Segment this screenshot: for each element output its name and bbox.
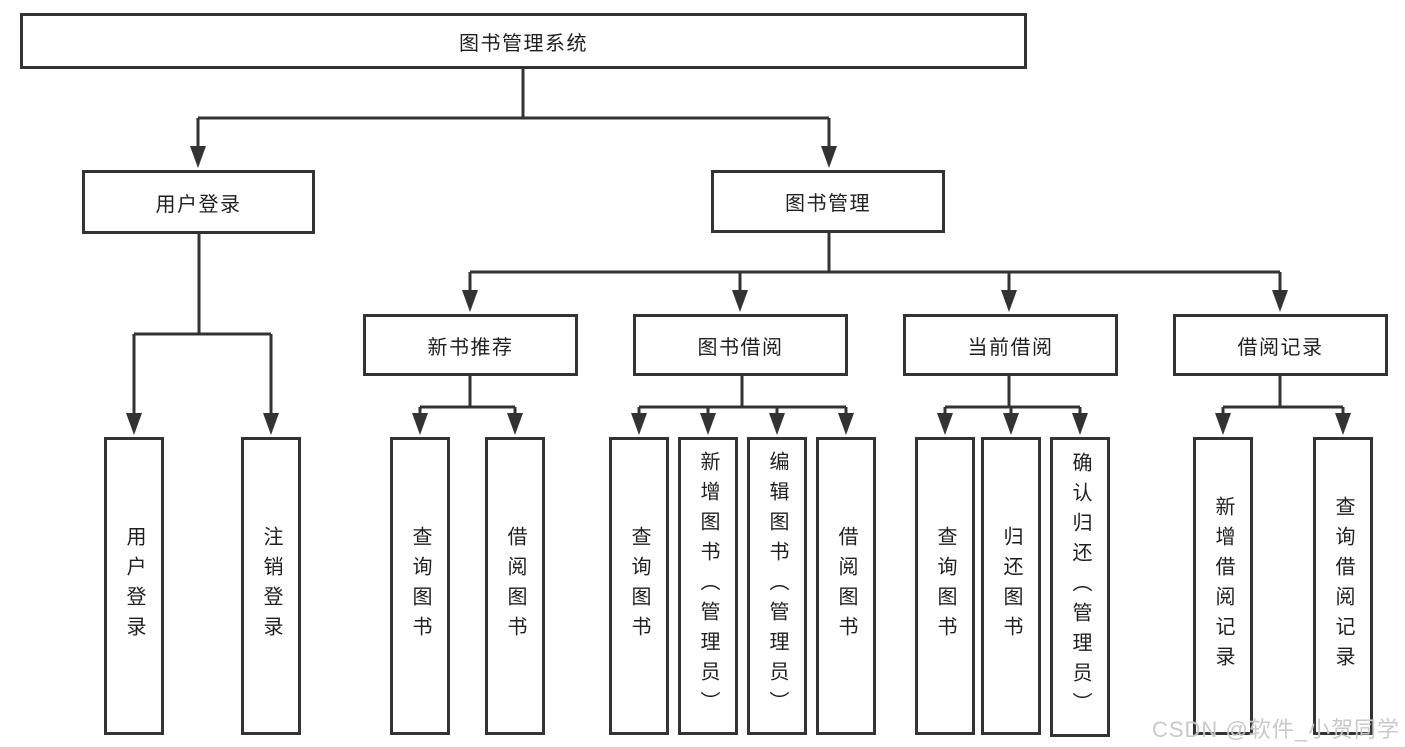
leaf-return-books: 归还图书 <box>981 437 1041 735</box>
node-label: 查询图书 <box>628 526 650 646</box>
leaf-confirm-return-admin: 确认归还（管理员） <box>1050 437 1110 737</box>
node-user-login: 用户登录 <box>82 170 315 234</box>
node-label: 新书推荐 <box>427 336 514 359</box>
node-new-book-recommend: 新书推荐 <box>363 314 578 376</box>
leaf-add-borrow-record: 新增借阅记录 <box>1193 437 1253 735</box>
node-label: 当前借阅 <box>967 336 1054 359</box>
node-label: 用户登录 <box>123 526 145 646</box>
node-label: 注销登录 <box>260 526 282 646</box>
leaf-query-books-borrow: 查询图书 <box>609 437 669 735</box>
node-label: 借阅记录 <box>1237 336 1324 359</box>
node-label: 归还图书 <box>1000 526 1022 646</box>
leaf-logout: 注销登录 <box>241 437 301 735</box>
leaf-add-books-admin: 新增图书（管理员） <box>678 437 738 735</box>
node-label: 确认归还（管理员） <box>1069 452 1091 722</box>
node-label: 图书管理 <box>785 193 871 215</box>
node-book-borrow: 图书借阅 <box>633 314 848 376</box>
leaf-query-books-recommend: 查询图书 <box>390 437 450 735</box>
node-label: 借阅图书 <box>835 526 857 646</box>
node-label: 查询借阅记录 <box>1332 496 1354 676</box>
node-current-borrow: 当前借阅 <box>903 314 1118 376</box>
node-book-management: 图书管理 <box>711 170 945 233</box>
leaf-edit-books-admin: 编辑图书（管理员） <box>747 437 807 735</box>
node-label: 图书借阅 <box>697 336 784 359</box>
leaf-borrow-books: 借阅图书 <box>816 437 876 735</box>
leaf-user-login: 用户登录 <box>104 437 164 735</box>
leaf-query-borrow-record: 查询借阅记录 <box>1313 437 1373 735</box>
node-label: 借阅图书 <box>504 526 526 646</box>
node-label: 查询图书 <box>934 526 956 646</box>
node-label: 编辑图书（管理员） <box>766 451 788 721</box>
leaf-query-books-current: 查询图书 <box>915 437 975 735</box>
leaf-borrow-books-recommend: 借阅图书 <box>485 437 545 735</box>
arrowheads <box>126 146 1351 435</box>
node-borrow-records: 借阅记录 <box>1173 314 1388 376</box>
node-label: 用户登录 <box>155 193 242 216</box>
node-library-management-system: 图书管理系统 <box>20 13 1027 69</box>
csdn-watermark: CSDN @软件_小贺同学 <box>1151 717 1400 742</box>
node-label: 新增借阅记录 <box>1212 496 1234 676</box>
node-label: 图书管理系统 <box>459 32 588 55</box>
node-label: 查询图书 <box>409 526 431 646</box>
node-label: 新增图书（管理员） <box>697 451 719 721</box>
